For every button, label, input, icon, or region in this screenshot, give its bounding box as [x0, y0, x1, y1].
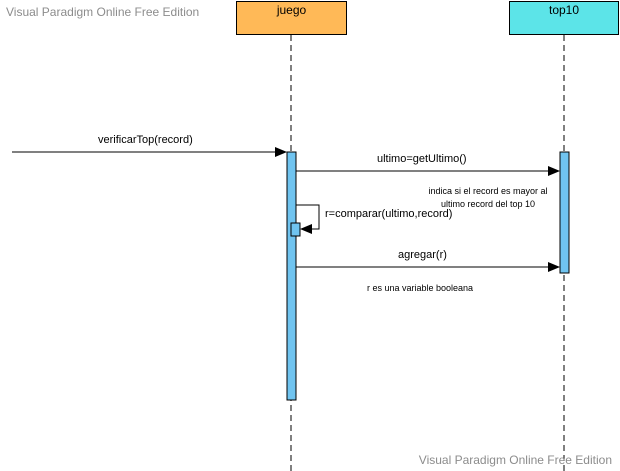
watermark-bottom: Visual Paradigm Online Free Edition — [418, 453, 612, 467]
juego-activation-bar[interactable] — [286, 151, 297, 401]
record-note-line2: ultimo record del top 10 — [440, 199, 536, 209]
comparar-self-arrow[interactable] — [296, 204, 320, 234]
lifeline-juego-head[interactable]: juego — [236, 1, 347, 35]
record-note: indica si el record es mayor al ultimo r… — [408, 185, 568, 211]
lifeline-top10-label: top10 — [548, 3, 580, 17]
top10-activation-bar[interactable] — [559, 151, 570, 274]
boolean-note: r es una variable booleana — [366, 283, 474, 293]
comparar-activation-bar[interactable] — [290, 222, 301, 237]
watermark-top: Visual Paradigm Online Free Edition — [6, 5, 200, 19]
lifeline-juego-label: juego — [276, 3, 307, 17]
record-note-line1: indica si el record es mayor al — [428, 186, 548, 196]
verificar-label: verificarTop(record) — [98, 134, 193, 146]
get-ultimo-label: ultimo=getUltimo() — [377, 153, 467, 165]
lifeline-top10-head[interactable]: top10 — [509, 1, 619, 35]
comparar-label: r=comparar(ultimo,record) — [325, 208, 453, 220]
agregar-label: agregar(r) — [398, 249, 447, 261]
